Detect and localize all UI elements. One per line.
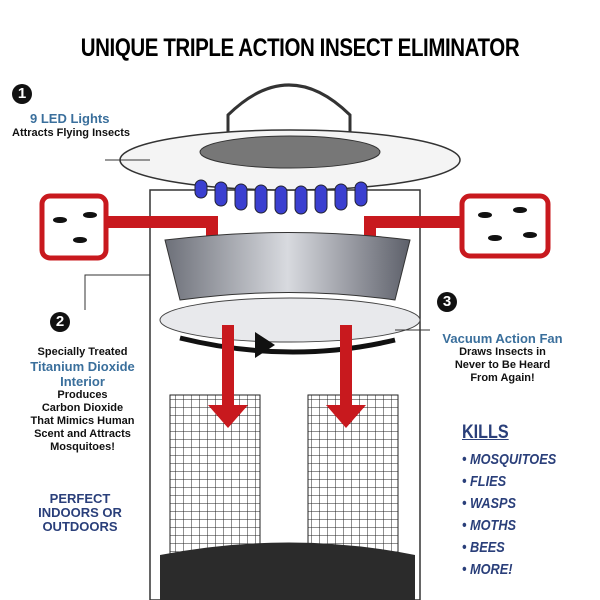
- feature2-line: Carbon Dioxide: [41, 402, 124, 414]
- kills-item-label: WASPS: [470, 495, 517, 512]
- mesh-left: [169, 394, 261, 556]
- feature2-line: That Mimics Human: [30, 415, 135, 427]
- page-title: UNIQUE TRIPLE ACTION INSECT ELIMINATOR: [80, 34, 520, 62]
- funnel: [164, 232, 411, 301]
- usage-note: PERFECT INDOORS OR OUTDOORS: [0, 492, 160, 534]
- fan: [159, 297, 421, 343]
- usage-line: PERFECT: [49, 491, 111, 506]
- feature2-line: Scent and Attracts: [34, 428, 131, 440]
- handle: [226, 83, 352, 135]
- feature1-text: Attracts Flying Insects: [12, 127, 130, 139]
- feature2-heading-2: Interior: [60, 374, 105, 389]
- kills-item: • MORE!: [462, 561, 513, 578]
- usage-line: OUTDOORS: [42, 519, 118, 534]
- kills-item: • WASPS: [462, 495, 517, 512]
- mesh-right: [307, 394, 399, 556]
- feature1-heading: 9 LED Lights: [30, 111, 110, 126]
- kills-item: • MOTHS: [462, 517, 517, 534]
- feature-number-3: 3: [437, 292, 457, 312]
- kills-item: • BEES: [462, 539, 505, 556]
- feature3-block: Vacuum Action Fan Draws Insects in Never…: [425, 331, 580, 385]
- feature3-line: Never to Be Heard: [454, 359, 551, 371]
- feature3-heading: Vacuum Action Fan: [442, 331, 563, 346]
- kills-item-label: BEES: [470, 539, 505, 556]
- feature2-heading-1: Titanium Dioxide: [30, 359, 135, 374]
- kills-heading: KILLS: [462, 422, 509, 443]
- kills-item-label: MORE!: [470, 561, 513, 578]
- insect-box-left: [39, 193, 109, 261]
- feature2-line: Mosquitoes!: [50, 441, 115, 453]
- feature-number-2: 2: [50, 312, 70, 332]
- feature2-line: Produces: [57, 389, 108, 401]
- airflow-arrows: [208, 325, 366, 428]
- feature2-pre: Specially Treated: [37, 346, 128, 358]
- feature3-line: From Again!: [470, 372, 535, 384]
- kills-item-label: MOSQUITOES: [470, 451, 557, 468]
- led-lights: [194, 179, 368, 215]
- feature3-line: Draws Insects in: [459, 346, 546, 358]
- kills-item-label: FLIES: [470, 473, 507, 490]
- base: [160, 542, 415, 600]
- feature-number-1: 1: [12, 84, 32, 104]
- usage-line: INDOORS OR: [38, 505, 122, 520]
- insect-box-right: [459, 193, 551, 259]
- kills-item-label: MOTHS: [470, 517, 517, 534]
- feature2-block: Specially Treated Titanium Dioxide Inter…: [0, 346, 165, 454]
- kills-item: • FLIES: [462, 473, 507, 490]
- kills-item: • MOSQUITOES: [462, 451, 557, 468]
